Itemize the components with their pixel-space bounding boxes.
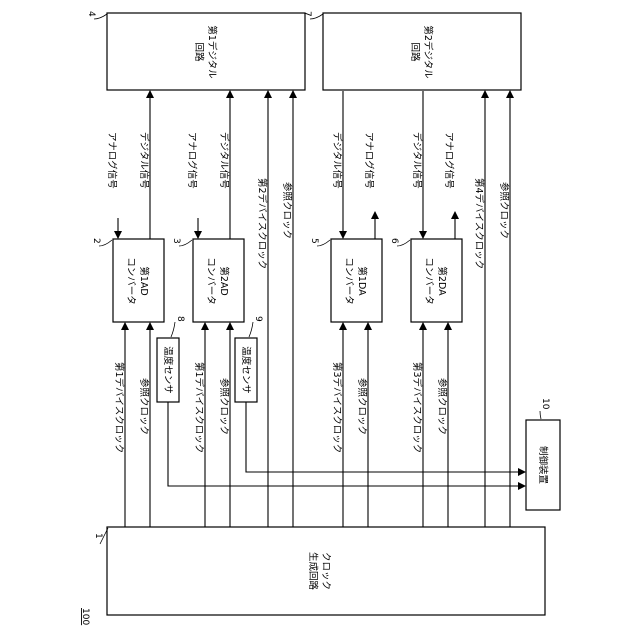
- ref-1: 1: [93, 528, 108, 544]
- da-converter-1-label-2: コンバータ: [343, 257, 354, 305]
- label-digital-da2: デジタル信号: [411, 132, 423, 189]
- label-analog-da2: アナログ信号: [443, 132, 455, 189]
- clock-generator-label-1: クロック: [320, 552, 331, 590]
- digital-circuit-2-label-1: 第2デジタル: [422, 25, 434, 79]
- ref-6: 6: [389, 238, 410, 246]
- label-ref-clock-da1: 参照クロック: [356, 378, 368, 435]
- ref-5: 5: [309, 238, 330, 246]
- label-digital-da1: デジタル信号: [331, 132, 343, 189]
- ad-converter-1-label-1: 第1AD: [138, 266, 150, 295]
- da-converter-1-label-1: 第1DA: [356, 266, 368, 296]
- temperature-sensor-2-label: 温度センサ: [240, 346, 252, 394]
- label-ref-clock-da2: 参照クロック: [436, 378, 448, 435]
- temperature-sensor-2-block: 温度センサ: [235, 338, 257, 402]
- label-analog-da1: アナログ信号: [363, 132, 375, 189]
- label-digital-ad1: デジタル信号: [138, 132, 150, 189]
- figure-ref-100: 100: [80, 608, 90, 625]
- ad-converter-1-label-2: コンバータ: [125, 257, 136, 305]
- ad-converter-2-block: 第2AD コンバータ: [193, 239, 244, 322]
- ref-5-label: 5: [309, 238, 319, 244]
- ref-7-label: 7: [302, 11, 312, 17]
- clock-generator-block: クロック 生成回路: [107, 527, 545, 615]
- da-converter-1-block: 第1DA コンバータ: [331, 239, 382, 322]
- ref-8: 8: [171, 316, 185, 337]
- ad-converter-1-block: 第1AD コンバータ: [113, 239, 164, 322]
- ref-6-label: 6: [389, 238, 399, 244]
- label-device-clock-3-da2: 第3デバイスクロック: [411, 362, 423, 453]
- ad-converter-2-label-1: 第2AD: [218, 266, 230, 295]
- temperature-sensor-1-label: 温度センサ: [162, 346, 174, 394]
- controller-block: 制御装置: [526, 420, 560, 510]
- label-ref-clock-digital1: 参照クロック: [281, 182, 293, 239]
- ref-9: 9: [249, 316, 263, 337]
- label-device-clock-1-ad1: 第1デバイスクロック: [113, 362, 125, 453]
- ref-4: 4: [86, 11, 107, 19]
- label-analog-ad2: アナログ信号: [186, 132, 198, 189]
- digital-circuit-2-label-2: 回路: [409, 42, 421, 62]
- controller-label: 制御装置: [537, 446, 549, 484]
- ref-10: 10: [540, 398, 550, 419]
- ref-4-label: 4: [86, 11, 96, 17]
- da-converter-2-label-2: コンバータ: [423, 257, 434, 305]
- ad-converter-2-label-2: コンバータ: [205, 257, 216, 305]
- ref-8-label: 8: [175, 316, 185, 322]
- clock-generator-label-2: 生成回路: [307, 552, 319, 591]
- label-device-clock-2: 第2デバイスクロック: [256, 178, 268, 269]
- wire-temp-sensor-2-to-controller: [246, 402, 525, 472]
- da-converter-2-label-1: 第2DA: [436, 266, 448, 296]
- ref-1-label: 1: [93, 533, 103, 539]
- label-device-clock-1-ad2: 第1デバイスクロック: [193, 362, 205, 453]
- ref-2: 2: [91, 238, 112, 246]
- digital-circuit-1-label-1: 第1デジタル: [206, 25, 218, 79]
- label-digital-ad2: デジタル信号: [218, 132, 230, 189]
- da-converter-2-block: 第2DA コンバータ: [411, 239, 462, 322]
- ref-9-label: 9: [253, 316, 263, 322]
- label-ref-clock-digital2: 参照クロック: [498, 182, 510, 239]
- ref-10-label: 10: [540, 398, 550, 410]
- label-ref-clock-ad2: 参照クロック: [218, 378, 230, 435]
- label-device-clock-3-da1: 第3デバイスクロック: [331, 362, 343, 453]
- label-ref-clock-ad1: 参照クロック: [138, 378, 150, 435]
- label-analog-ad1: アナログ信号: [106, 132, 118, 189]
- temperature-sensor-1-block: 温度センサ: [157, 338, 179, 402]
- ref-3-label: 3: [171, 238, 181, 244]
- digital-circuit-1-label-2: 回路: [193, 42, 205, 62]
- label-device-clock-4: 第4デバイスクロック: [473, 178, 485, 269]
- digital-circuit-1-block: 第1デジタル 回路: [107, 13, 305, 90]
- digital-circuit-2-block: 第2デジタル 回路: [323, 13, 521, 90]
- ref-2-label: 2: [91, 238, 101, 244]
- ref-3: 3: [171, 238, 192, 246]
